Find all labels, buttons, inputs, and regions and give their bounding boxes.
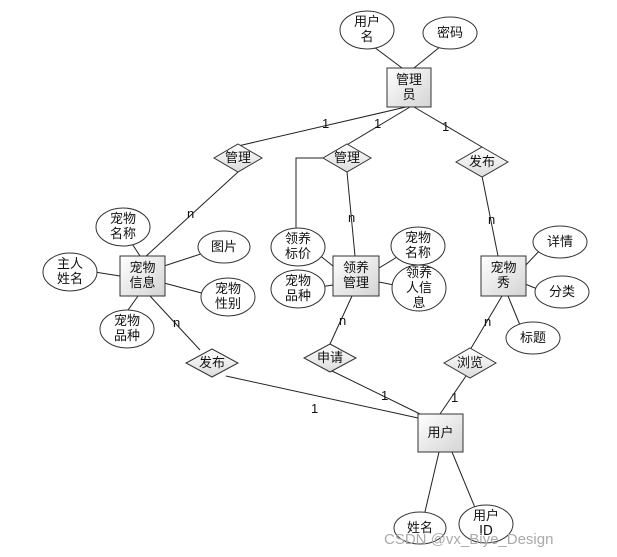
attribute-label: 宠物名称: [404, 231, 431, 261]
entity-label: 管理员: [395, 72, 422, 103]
relationship-apply: 申请: [302, 343, 358, 373]
attribute-pet-breed: 宠物品种: [99, 309, 155, 349]
attribute-real-name: 姓名: [393, 511, 447, 545]
attribute-user-id: 用户ID: [458, 504, 514, 544]
attribute-label: 标题: [519, 330, 546, 346]
relationship-label: 申请: [317, 351, 343, 366]
attribute-owner-name: 主人姓名: [42, 252, 98, 292]
relationship-manage-pet-info: 管理: [213, 143, 263, 173]
card-browse-petshow: n: [484, 314, 491, 329]
relationship-manage-adoption: 管理: [322, 143, 372, 173]
attribute-title: 标题: [505, 321, 561, 355]
attribute-label: 领养人信息: [405, 265, 432, 311]
card-user-publish2: 1: [311, 401, 318, 416]
attribute-label: 宠物性别: [214, 282, 241, 312]
relationship-publish-pet-show: 发布: [454, 146, 510, 178]
attribute-pet-gender: 宠物性别: [200, 277, 256, 317]
attribute-label: 主人姓名: [56, 257, 83, 287]
card-user-browse: 1: [451, 390, 458, 405]
attribute-label: 用户ID: [472, 509, 499, 539]
entity-pet-info: 宠物信息: [119, 255, 166, 297]
entity-admin: 管理员: [386, 67, 432, 108]
attribute-label: 分类: [548, 284, 575, 300]
entity-user: 用户: [417, 413, 464, 453]
card-admin-publish1: 1: [442, 119, 449, 134]
attribute-label: 宠物名称: [109, 212, 136, 242]
entity-label: 用户: [427, 425, 454, 441]
relationship-label: 浏览: [457, 355, 483, 371]
attribute-category: 分类: [534, 275, 590, 309]
attribute-adoption-pet-name: 宠物名称: [390, 226, 446, 266]
cardinality-labels: 1 n 1 n 1 n n 1 n 1 n 1: [173, 116, 495, 416]
relationship-label: 管理: [225, 151, 251, 166]
attribute-label: 宠物品种: [284, 274, 311, 304]
relationship-label: 发布: [469, 154, 495, 170]
relationship-label: 发布: [199, 355, 225, 371]
entity-label: 宠物秀: [490, 261, 517, 291]
attribute-username: 用户名: [339, 10, 395, 50]
attribute-label: 宠物品种: [113, 314, 140, 344]
attribute-adoption-price: 领养标价: [270, 227, 326, 267]
attribute-label: 密码: [436, 25, 463, 41]
card-manage2-adopt: n: [348, 210, 355, 225]
attribute-label: 姓名: [406, 520, 433, 536]
attribute-image: 图片: [197, 230, 251, 264]
relationship-label: 管理: [334, 151, 360, 166]
card-manage1-petinfo: n: [187, 206, 194, 221]
card-user-apply: 1: [381, 388, 388, 403]
attribute-label: 领养标价: [284, 232, 311, 262]
attribute-label: 用户名: [353, 15, 380, 45]
card-admin-manage1: 1: [322, 116, 329, 131]
entity-pet-show: 宠物秀: [480, 255, 527, 297]
attribute-adoption-breed: 宠物品种: [270, 269, 326, 309]
attribute-label: 详情: [546, 234, 573, 250]
attribute-label: 图片: [210, 239, 237, 255]
relationship-publish-pet-info: 发布: [184, 348, 240, 378]
card-apply-adopt: n: [339, 313, 346, 328]
attribute-pet-name: 宠物名称: [95, 207, 151, 247]
entity-adoption-management: 领养管理: [332, 255, 380, 297]
attribute-password: 密码: [422, 16, 478, 50]
attribute-detail: 详情: [532, 225, 588, 259]
watermark: CSDN @vx_Biye_Design: [384, 531, 553, 548]
entity-label: 领养管理: [342, 261, 369, 291]
card-publish1-petshow: n: [488, 212, 495, 227]
card-admin-manage2: 1: [374, 116, 381, 131]
relationship-browse: 浏览: [442, 347, 498, 379]
entity-label: 宠物信息: [129, 261, 156, 291]
attribute-adopter-info: 领养人信息: [391, 264, 447, 312]
card-publish2-petinfo: n: [173, 315, 180, 330]
